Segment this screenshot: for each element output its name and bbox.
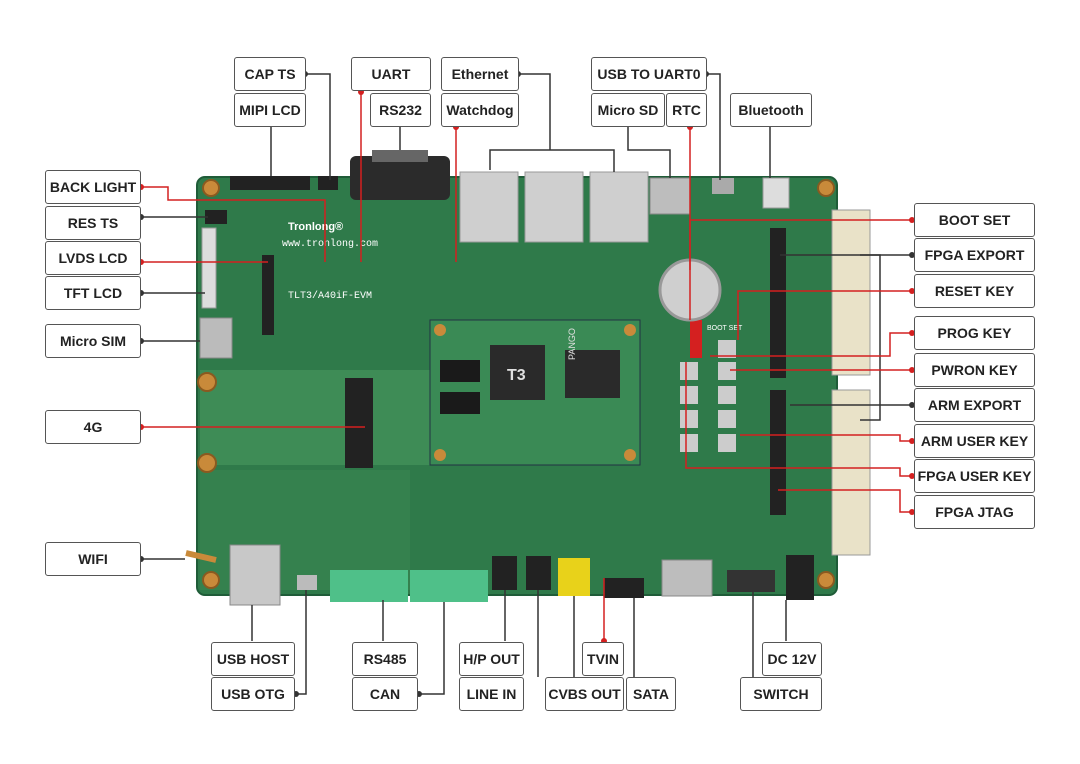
label-fpga-export: FPGA EXPORT xyxy=(914,238,1035,272)
keys xyxy=(680,340,736,452)
label-mipi-lcd: MIPI LCD xyxy=(234,93,306,127)
board-website: www.tronlong.com xyxy=(282,238,378,250)
label-fpga-jtag: FPGA JTAG xyxy=(914,495,1035,529)
fpga-brand-text: PANGO xyxy=(567,328,577,360)
label-wifi: WIFI xyxy=(45,542,141,576)
label-usb-otg: USB OTG xyxy=(211,677,295,711)
label-cvbs-out: CVBS OUT xyxy=(545,677,624,711)
leader-lines-dark xyxy=(141,73,912,695)
label-rs485: RS485 xyxy=(352,642,418,676)
label-back-light: BACK LIGHT xyxy=(45,170,141,204)
label-rs232: RS232 xyxy=(370,93,431,127)
left-connectors xyxy=(199,210,373,468)
board-model: TLT3/A40iF-EVM xyxy=(288,290,372,302)
label-bluetooth: Bluetooth xyxy=(730,93,812,127)
label-usb-to-uart0: USB TO UART0 xyxy=(591,57,707,91)
label-line-in: LINE IN xyxy=(459,677,524,711)
label-ethernet: Ethernet xyxy=(441,57,519,91)
label-micro-sim: Micro SIM xyxy=(45,324,141,358)
label-hp-out: H/P OUT xyxy=(459,642,524,676)
boot-set-silk: BOOT SET xyxy=(707,325,743,332)
label-reset-key: RESET KEY xyxy=(914,274,1035,308)
label-can: CAN xyxy=(352,677,418,711)
label-watchdog: Watchdog xyxy=(441,93,519,127)
label-4g: 4G xyxy=(45,410,141,444)
label-switch: SWITCH xyxy=(740,677,822,711)
label-tft-lcd: TFT LCD xyxy=(45,276,141,310)
label-arm-export: ARM EXPORT xyxy=(914,388,1035,422)
label-dc-12v: DC 12V xyxy=(762,642,822,676)
right-headers xyxy=(690,209,871,556)
label-res-ts: RES TS xyxy=(45,206,141,240)
label-boot-set: BOOT SET xyxy=(914,203,1035,237)
leader-lines-red xyxy=(141,92,912,641)
label-usb-host: USB HOST xyxy=(211,642,295,676)
label-tvin: TVIN xyxy=(582,642,624,676)
som-chip-text: T3 xyxy=(507,367,526,384)
top-connectors xyxy=(230,150,790,243)
label-lvds-lcd: LVDS LCD xyxy=(45,241,141,275)
label-uart: UART xyxy=(351,57,431,91)
label-sata: SATA xyxy=(626,677,676,711)
label-fpga-user-key: FPGA USER KEY xyxy=(914,459,1035,493)
label-micro-sd: Micro SD xyxy=(591,93,665,127)
label-pwron-key: PWRON KEY xyxy=(914,353,1035,387)
label-cap-ts: CAP TS xyxy=(234,57,306,91)
label-arm-user-key: ARM USER KEY xyxy=(914,424,1035,458)
bottom-connectors xyxy=(185,544,814,606)
som-module xyxy=(429,319,641,466)
label-rtc: RTC xyxy=(666,93,707,127)
board-brand: Tronlong® xyxy=(288,221,343,233)
label-prog-key: PROG KEY xyxy=(914,316,1035,350)
